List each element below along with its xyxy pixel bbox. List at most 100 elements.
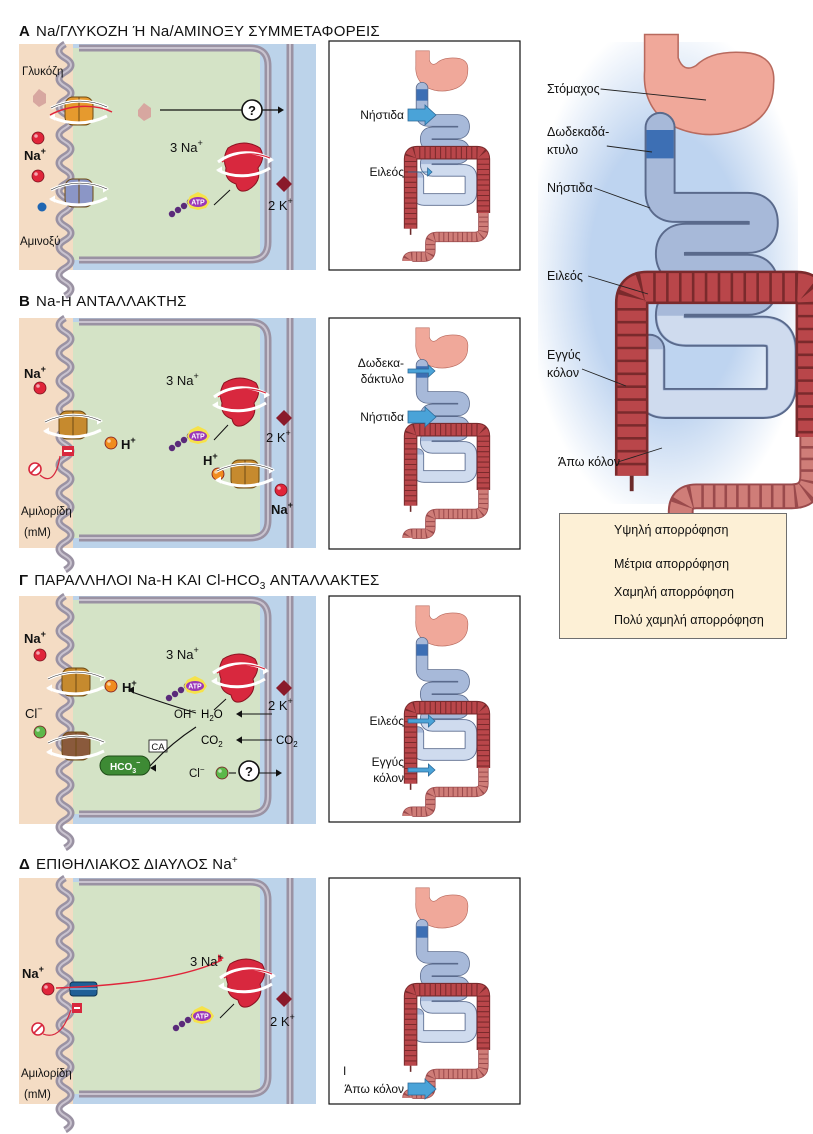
unknown-label: ? xyxy=(245,764,253,779)
ileum-light xyxy=(412,440,477,482)
atp-icon: ATP xyxy=(168,426,210,452)
exchange-arrowhead xyxy=(46,748,52,756)
k-ion xyxy=(276,991,292,1007)
k-ion xyxy=(276,680,292,696)
pump-arrowhead xyxy=(218,982,224,990)
absorption-arrow xyxy=(407,714,436,728)
pump-arrowhead xyxy=(211,677,217,685)
pump-arrowhead xyxy=(216,166,222,174)
legend-item: Πολύ χαμηλή απορρόφηση xyxy=(560,610,788,632)
mm-label: (mM) xyxy=(24,1089,51,1101)
na-ion-shine xyxy=(34,134,38,138)
exchange-arrowhead xyxy=(49,113,55,121)
k2-label: 2 K+ xyxy=(268,696,293,713)
exchange-arrowhead xyxy=(46,684,52,692)
apical-membrane-inner xyxy=(58,317,72,571)
intestine-diagram xyxy=(402,327,491,540)
anatomy-label: Νήστιδα xyxy=(547,181,593,195)
cl-ion xyxy=(33,725,47,739)
apical-membrane-inner xyxy=(58,595,72,849)
unknown-transporter-icon xyxy=(238,760,260,782)
arrow-head xyxy=(276,769,282,777)
amiloride-label: Αμιλορίδη xyxy=(21,506,72,518)
k2-label: 2 K+ xyxy=(270,1012,295,1029)
phosphate-bead xyxy=(174,206,182,214)
na-ion-shine xyxy=(36,651,40,655)
absorption-arrow xyxy=(407,1078,437,1100)
epithelial-membranes xyxy=(55,874,294,1134)
exchange-arrow xyxy=(50,114,108,125)
h-ion xyxy=(104,679,118,693)
panel-title-end: ΑΝΤΑΛΛΑΚΤΕΣ xyxy=(265,572,380,589)
legend-label: Πολύ χαμηλή απορρόφηση xyxy=(614,613,764,627)
gut-tick-label: I xyxy=(343,1064,346,1078)
na-ion xyxy=(31,169,45,183)
basolateral-membrane-inner xyxy=(79,881,269,1095)
exchange-arrow xyxy=(216,477,274,488)
arrow-head xyxy=(236,710,242,718)
na-ion xyxy=(31,131,45,145)
label-leader-line xyxy=(588,275,649,295)
panel-letter: Α xyxy=(19,23,31,40)
glucose-hexagon xyxy=(33,89,46,107)
absorption-arrow xyxy=(407,364,436,378)
basolateral-membrane-inner xyxy=(79,321,269,539)
gut-arrow-label: κόλον xyxy=(373,771,404,785)
water-label: H2O xyxy=(201,709,223,723)
gut-arrow-label: Άπω κόλον xyxy=(344,1082,404,1096)
anatomy-label: Ειλεός xyxy=(547,269,583,283)
pump-exchange-arrow xyxy=(217,151,273,164)
arrow-head xyxy=(278,106,284,114)
legend-item: Χαμηλή απορρόφηση xyxy=(560,582,788,604)
amiloride-inhibitor-icon xyxy=(28,462,42,476)
panel-title-superscript: + xyxy=(231,855,238,866)
panel-title-text: Na-H ΑΝΤΑΛΛΑΚΤΗΣ xyxy=(36,293,187,310)
epithelial-membranes xyxy=(55,40,294,300)
cl-ion-shine xyxy=(218,769,222,773)
phosphate-bead xyxy=(180,202,188,210)
carbonic-anhydrase-box xyxy=(148,739,168,753)
panel-letter: Γ xyxy=(19,572,29,589)
glucose-label: Γλυκόζη xyxy=(22,66,63,78)
amiloride-label: Αμιλορίδη xyxy=(21,1068,72,1080)
anatomy-label: Άπω κόλον xyxy=(558,455,620,469)
epithelial-membranes xyxy=(55,592,294,852)
anatomy-label: Δωδεκαδά- xyxy=(547,125,609,139)
arrow-head xyxy=(218,954,224,962)
phosphate-bead xyxy=(178,1020,186,1028)
inhibit-slash xyxy=(30,464,40,474)
h-ion-shine xyxy=(107,439,111,443)
amino-acid-label: Αμινοξύ xyxy=(20,236,60,248)
phosphate-bead xyxy=(165,694,173,702)
cl-ion xyxy=(215,766,229,780)
basolateral-membrane-inner xyxy=(79,47,269,261)
colon xyxy=(404,983,490,1066)
amino-acid-ion xyxy=(37,202,47,212)
arrow-head xyxy=(128,686,134,694)
gut-arrow-label: Νήστιδα xyxy=(360,410,404,424)
co2-blood-label: CO2 xyxy=(276,735,298,749)
exchange-arrowhead xyxy=(49,195,55,203)
distal-colon xyxy=(403,767,488,817)
panel-letter: Δ xyxy=(19,856,30,873)
basolateral-membrane-inner xyxy=(79,599,269,815)
phosphate-bead xyxy=(168,444,176,452)
arrow-head xyxy=(150,764,156,772)
na-ion-shine xyxy=(277,486,281,490)
atp-label: ATP xyxy=(191,200,205,207)
colon xyxy=(617,273,813,476)
pump-arrowhead xyxy=(212,401,218,409)
pump-na-line xyxy=(216,664,266,674)
atp-arrow xyxy=(213,698,227,711)
pump-exchange-arrow xyxy=(212,662,268,675)
intestine-diagram xyxy=(611,33,813,559)
atp-icon: ATP xyxy=(168,192,210,218)
na-label: Na+ xyxy=(24,146,46,163)
anatomy-label: κτυλο xyxy=(547,143,578,157)
k2-label: 2 K+ xyxy=(268,196,293,213)
gut-arrow-label: Ειλεός xyxy=(370,165,405,179)
na3-label: 3 Na+ xyxy=(170,138,203,155)
